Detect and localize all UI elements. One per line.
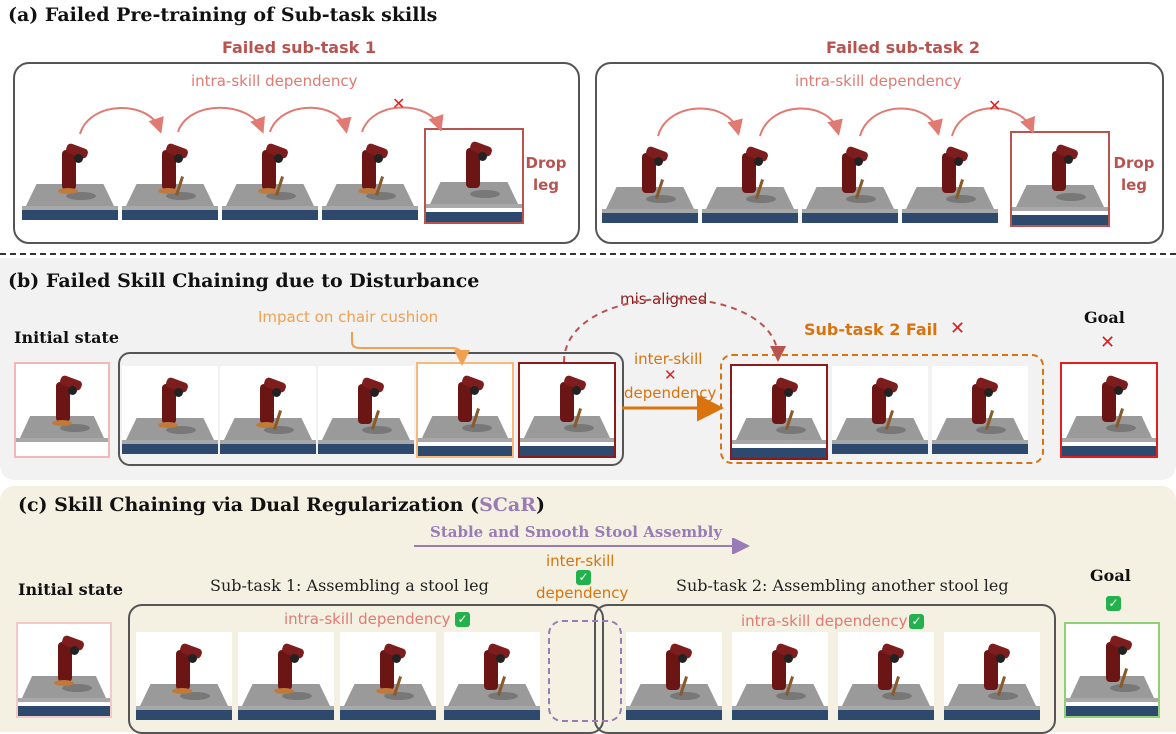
scar-accent: SCaR [479, 494, 537, 516]
robot-frame [322, 132, 418, 220]
goal-frame-c [1064, 622, 1160, 718]
robot-frame [340, 632, 436, 720]
subtask-1-label: Sub-task 1: Assembling a stool leg [210, 576, 489, 595]
initial-state-frame-c [16, 622, 112, 718]
intra-label-c1: intra-skill dependency [284, 610, 451, 628]
drop-leg-frame [424, 128, 524, 224]
goal-label: Goal [1084, 308, 1125, 327]
robot-frame [238, 632, 334, 720]
intra-skill-arrows-a [79, 106, 1035, 137]
robot-frame [626, 632, 722, 720]
check-icon: ✓ [909, 614, 924, 629]
panel-2-title: Failed sub-task 2 [826, 38, 980, 57]
robot-frame [602, 135, 698, 223]
impact-label: Impact on chair cushion [258, 308, 439, 326]
panel-2-intra-label: intra-skill dependency [795, 72, 962, 90]
robot-frame [22, 132, 118, 220]
section-divider [0, 253, 1176, 255]
misaligned-frame [518, 362, 616, 458]
robot-frame [932, 366, 1028, 454]
drop-leg-label: Drop leg [522, 152, 570, 196]
panel-1-intra-label: intra-skill dependency [191, 72, 358, 90]
fail-x-icon: ✕ [950, 318, 966, 339]
banner-arrow [414, 538, 750, 554]
robot-frame [318, 366, 414, 454]
initial-state-label: Initial state [14, 328, 120, 347]
panel-1-box [13, 62, 580, 244]
banner-label: Stable and Smooth Stool Assembly [430, 523, 723, 541]
inter-skill-label-c: inter-skill [546, 552, 615, 570]
robot-frame [832, 366, 928, 454]
impact-frame [416, 362, 514, 458]
dependency-label-c: dependency [536, 584, 629, 602]
robot-frame [902, 135, 998, 223]
fail-x-icon: ✕ [988, 96, 1002, 115]
check-icon: ✓ [455, 612, 470, 627]
misaligned-target-frame [730, 364, 828, 460]
drop-word: Drop [1113, 154, 1155, 172]
robot-frame [122, 132, 218, 220]
initial-state-frame [14, 362, 110, 458]
subtask-2-fail-label: Sub-task 2 Fail [804, 320, 938, 339]
intra-label-c2: intra-skill dependency [741, 612, 908, 630]
check-icon: ✓ [576, 570, 591, 585]
panel-1-title: Failed sub-task 1 [222, 38, 376, 57]
robot-frame [802, 135, 898, 223]
section-a-heading: (a) Failed Pre-training of Sub-task skil… [8, 4, 438, 26]
check-icon: ✓ [1106, 596, 1121, 611]
robot-frame [838, 632, 934, 720]
inter-skill-label: inter-skill [634, 350, 703, 368]
robot-frame [136, 632, 232, 720]
panel-2-box [595, 62, 1164, 244]
robot-frame [944, 632, 1040, 720]
goal-frame [1060, 362, 1158, 458]
section-b-arrows [351, 297, 786, 422]
dependency-label: dependency [624, 384, 717, 402]
robot-frame [122, 366, 218, 454]
drop-leg-label: Drop leg [1110, 152, 1158, 196]
goal-label-c: Goal [1090, 566, 1131, 585]
section-c-heading: (c) Skill Chaining via Dual Regularizati… [18, 494, 545, 516]
drop-word: Drop [525, 154, 567, 172]
robot-frame [220, 366, 316, 454]
robot-frame [702, 135, 798, 223]
heading-suffix: ) [536, 494, 546, 516]
leg-word: leg [1120, 176, 1148, 194]
heading-prefix: (c) Skill Chaining via Dual Regularizati… [18, 494, 480, 516]
leg-word: leg [532, 176, 560, 194]
subtask-2-label: Sub-task 2: Assembling another stool leg [676, 576, 1009, 595]
drop-leg-frame [1010, 131, 1110, 227]
robot-frame [732, 632, 828, 720]
section-b-heading: (b) Failed Skill Chaining due to Disturb… [8, 270, 480, 292]
initial-state-label-c: Initial state [18, 580, 124, 599]
fail-x-icon: ✕ [392, 94, 406, 113]
misaligned-label: mis-aligned [620, 290, 708, 308]
goal-x-icon: ✕ [1100, 332, 1116, 353]
inter-skill-x-icon: ✕ [664, 366, 677, 384]
puzzle-connector [548, 620, 622, 722]
robot-frame [444, 632, 540, 720]
robot-frame [222, 132, 318, 220]
